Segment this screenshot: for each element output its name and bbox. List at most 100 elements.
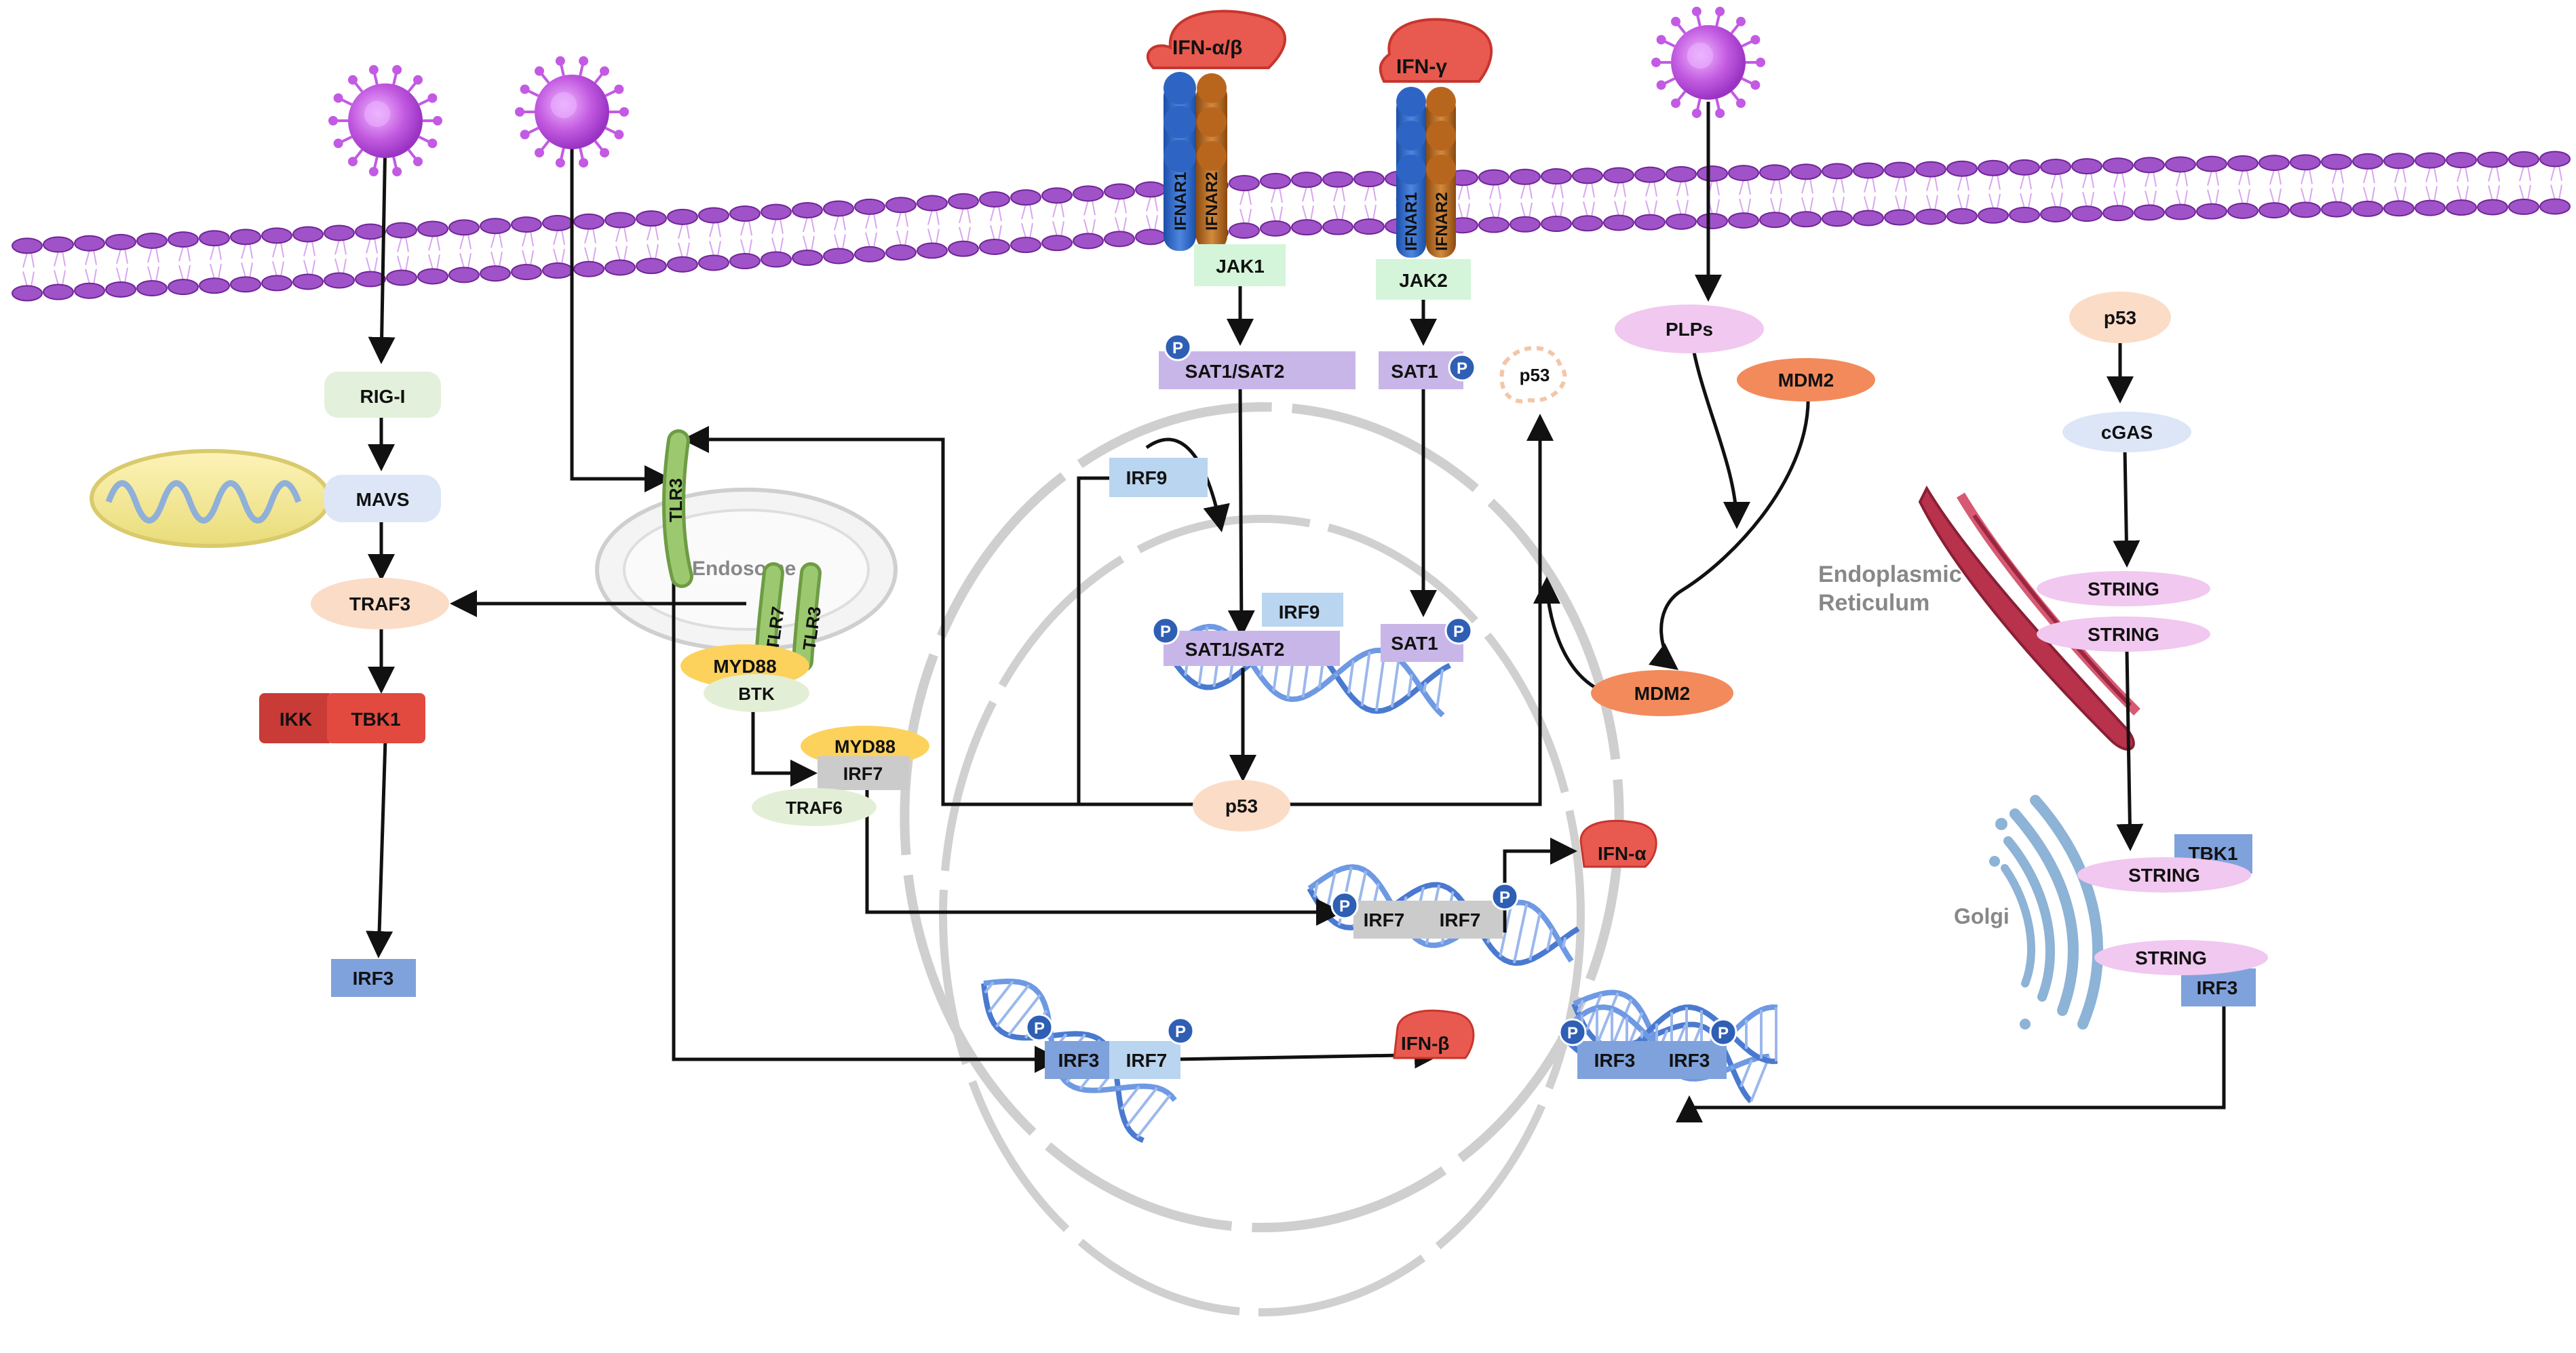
- phosphate-label: P: [1567, 1024, 1578, 1042]
- p53-right-node: p53: [2069, 292, 2171, 343]
- phosphate-icon: P: [1444, 616, 1473, 645]
- ikk-label: IKK: [280, 709, 312, 730]
- tbk1-string-complex: TBK1 STRING: [2077, 834, 2252, 893]
- svg-text:SAT1/SAT2: SAT1/SAT2: [1185, 361, 1285, 382]
- irf7-mid-label: IRF7: [843, 764, 883, 784]
- ifn-alpha-beta-label: IFN-α/β: [1172, 37, 1242, 59]
- phosphate-badges: P P P P P P P P P P: [1025, 333, 1737, 1046]
- phosphate-icon: P: [1025, 1013, 1054, 1042]
- phosphate-icon: P: [1491, 882, 1519, 911]
- tbk1-left-label: TBK1: [351, 709, 400, 730]
- svg-text:JAK1: JAK1: [1216, 256, 1265, 277]
- ifnar2-label-a: IFNAR2: [1203, 172, 1221, 231]
- golgi-apparatus: Golgi: [1954, 795, 2104, 1030]
- irf3-left-node: IRF3: [331, 959, 416, 997]
- virus-1: [328, 64, 442, 177]
- phosphate-label: P: [1160, 623, 1171, 641]
- svg-text:MAVS: MAVS: [356, 489, 410, 510]
- phosphate-label: P: [1172, 339, 1183, 357]
- svg-text:SAT1: SAT1: [1391, 633, 1438, 654]
- svg-text:STRING: STRING: [2088, 624, 2159, 645]
- string-4-label: STRING: [2135, 947, 2207, 968]
- ifnar1-label-b: IFNAR1: [1402, 192, 1421, 251]
- svg-text:TRAF3: TRAF3: [349, 593, 410, 614]
- irf9-nuclear-label: IRF9: [1279, 602, 1320, 623]
- traf3-node: TRAF3: [311, 578, 449, 629]
- sat1-top-node: SAT1: [1379, 351, 1463, 389]
- phosphate-icon: P: [1330, 891, 1359, 920]
- irf3-nuclear-r1-label: IRF3: [1594, 1050, 1636, 1071]
- svg-text:IFN-β: IFN-β: [1401, 1033, 1450, 1054]
- mavs-node: MAVS: [324, 475, 441, 522]
- er-label-line2: Reticulum: [1818, 590, 1929, 616]
- string-3-label: STRING: [2128, 865, 2200, 886]
- er-label-line1: Endoplasmic: [1818, 562, 1962, 587]
- svg-text:MDM2: MDM2: [1634, 683, 1690, 704]
- rig-i-node: RIG-I: [324, 372, 441, 418]
- phosphate-icon: P: [1709, 1018, 1737, 1046]
- irf3-right-label: IRF3: [2197, 977, 2238, 998]
- svg-text:p53: p53: [2104, 307, 2136, 328]
- p53-faded-node: p53: [1499, 346, 1567, 404]
- svg-text:JAK2: JAK2: [1399, 270, 1448, 291]
- plps-node: PLPs: [1615, 305, 1764, 353]
- svg-text:IRF9: IRF9: [1126, 467, 1168, 488]
- irf7-dimer-nuclear: IRF7 IRF7: [1353, 901, 1503, 939]
- svg-text:p53: p53: [1225, 796, 1258, 817]
- irf7-nuclear-left-label: IRF7: [1126, 1050, 1168, 1071]
- svg-text:SAT1: SAT1: [1391, 361, 1438, 382]
- sat1-sat2-top-node: SAT1/SAT2: [1159, 351, 1356, 389]
- virus-2: [515, 56, 629, 168]
- svg-text:cGAS: cGAS: [2101, 422, 2153, 443]
- svg-text:MDM2: MDM2: [1778, 370, 1834, 391]
- ifnar1-label-a: IFNAR1: [1172, 172, 1190, 231]
- ifnar2-label-b: IFNAR2: [1433, 192, 1451, 251]
- phosphate-icon: P: [1164, 333, 1192, 361]
- irf3-dimer-nuclear-right: IRF3 IRF3: [1577, 1041, 1727, 1079]
- jak1-node: JAK1: [1194, 244, 1286, 286]
- mitochondrion: [90, 449, 331, 548]
- myd88-btk-complex: MYD88 BTK: [680, 644, 809, 712]
- cgas-node: cGAS: [2062, 412, 2191, 452]
- ifn-alpha-product: IFN-α: [1579, 819, 1657, 868]
- svg-text:STRING: STRING: [2088, 579, 2159, 600]
- ikk-tbk1-complex: IKK TBK1: [259, 693, 425, 743]
- svg-text:RIG-I: RIG-I: [360, 386, 406, 407]
- phosphate-label: P: [1718, 1024, 1729, 1042]
- ifnar-receptor-2: IFN-γ IFNAR1 IFNAR2: [1379, 18, 1493, 258]
- irf3-irf7-nuclear-complex: IRF3 IRF7: [1045, 1041, 1180, 1079]
- phosphate-label: P: [1034, 1019, 1045, 1038]
- phosphate-icon: P: [1558, 1018, 1587, 1046]
- svg-text:p53: p53: [1520, 365, 1550, 385]
- jak2-node: JAK2: [1376, 259, 1471, 300]
- ifn-gamma-label: IFN-γ: [1396, 56, 1447, 78]
- mdm2-nuclear-node: MDM2: [1591, 670, 1733, 716]
- myd88-irf7-traf6-complex: MYD88 IRF7 TRAF6: [752, 726, 929, 826]
- traf6-label: TRAF6: [786, 798, 843, 818]
- virus-3: [1651, 6, 1765, 119]
- phosphate-label: P: [1339, 897, 1350, 916]
- phosphate-label: P: [1457, 359, 1467, 378]
- myd88-mid-label: MYD88: [834, 737, 896, 757]
- irf3-nuclear-r2-label: IRF3: [1669, 1050, 1710, 1071]
- ifn-beta-product: IFN-β: [1393, 1009, 1475, 1059]
- svg-text:PLPs: PLPs: [1666, 319, 1713, 340]
- btk-label: BTK: [738, 684, 775, 704]
- string-node-1: STRING: [2037, 571, 2210, 606]
- pathway-arrows: [366, 102, 2226, 1122]
- myd88-endosome-label: MYD88: [713, 656, 776, 677]
- sat1-sat2-nuclear-label: SAT1/SAT2: [1185, 639, 1285, 660]
- phosphate-icon: P: [1151, 616, 1180, 645]
- string-irf3-complex: IRF3 STRING: [2094, 940, 2268, 1006]
- endosome: Endosome: [595, 488, 898, 652]
- phosphate-label: P: [1499, 888, 1510, 907]
- golgi-label: Golgi: [1954, 904, 2010, 928]
- phosphate-label: P: [1175, 1023, 1186, 1041]
- svg-text:IRF3: IRF3: [353, 968, 394, 989]
- string-node-2: STRING: [2037, 616, 2210, 652]
- irf9-top-node: IRF9: [1109, 458, 1208, 497]
- tlr3-top-label: TLR3: [666, 478, 686, 522]
- phosphate-icon: P: [1448, 353, 1476, 382]
- irf7-a-label: IRF7: [1364, 909, 1405, 930]
- p53-central-node: p53: [1193, 780, 1290, 831]
